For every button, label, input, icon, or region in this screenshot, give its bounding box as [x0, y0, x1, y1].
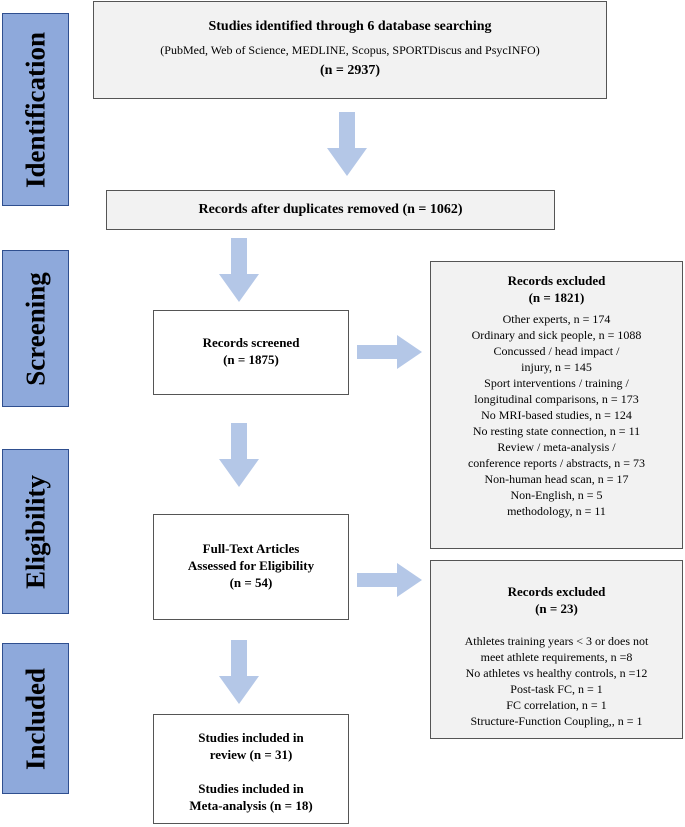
- exclusion-reason: Non-English, n = 5: [510, 488, 603, 502]
- exclusion-reason: Other experts, n = 174: [502, 312, 611, 326]
- fulltext-line2: Assessed for Eligibility: [187, 558, 315, 573]
- excluded-screening-title: Records excluded: [507, 273, 606, 288]
- duplicates-removed-text: Records after duplicates removed (n = 10…: [198, 202, 463, 217]
- phase-eligibility-label: Eligibility: [20, 474, 50, 589]
- phase-eligibility: Eligibility: [2, 449, 69, 614]
- exclusion-reason: No MRI-based studies, n = 124: [481, 408, 632, 422]
- excluded-screening-reasons: Other experts, n = 174 Ordinary and sick…: [431, 311, 682, 519]
- included-review-line2: review (n = 31): [209, 747, 293, 762]
- exclusion-reason: Non-human head scan, n = 17: [484, 472, 629, 486]
- included-meta-line1: Studies included in: [198, 781, 304, 796]
- exclusion-reason: Structure-Function Coupling,, n = 1: [470, 714, 643, 728]
- arrow-right-2: [357, 563, 422, 597]
- exclusion-reason: Sport interventions / training /: [484, 376, 629, 390]
- identified-databases: (PubMed, Web of Science, MEDLINE, Scopus…: [160, 43, 540, 57]
- fulltext-box: Full-Text Articles Assessed for Eligibil…: [153, 514, 349, 620]
- arrow-right-1: [357, 335, 422, 369]
- arrow-down-4: [219, 640, 259, 704]
- included-review-line1: Studies included in: [198, 730, 304, 745]
- screened-box: Records screened (n = 1875): [153, 310, 349, 395]
- exclusion-reason: conference reports / abstracts, n = 73: [467, 456, 646, 470]
- exclusion-reason: Post-task FC, n = 1: [510, 682, 603, 696]
- excluded-eligibility-count: (n = 23): [535, 601, 578, 616]
- exclusion-reason: Athletes training years < 3 or does not: [464, 634, 649, 648]
- screened-title: Records screened: [202, 335, 300, 350]
- exclusion-reason: FC correlation, n = 1: [506, 698, 607, 712]
- fulltext-count: (n = 54): [229, 575, 273, 590]
- phase-included-label: Included: [20, 667, 50, 770]
- included-meta-line2: Meta-analysis (n = 18): [189, 798, 313, 813]
- duplicates-removed-box: Records after duplicates removed (n = 10…: [106, 190, 555, 230]
- exclusion-reason: methodology, n = 11: [507, 504, 606, 518]
- excluded-eligibility-box: Records excluded (n = 23) Athletes train…: [430, 560, 683, 739]
- exclusion-reason: meet athlete requirements, n =8: [480, 650, 633, 664]
- arrow-down-2: [219, 238, 259, 302]
- arrow-down-3: [219, 423, 259, 487]
- phase-screening: Screening: [2, 250, 69, 407]
- excluded-eligibility-reasons: Athletes training years < 3 or does not …: [431, 633, 682, 729]
- excluded-screening-box: Records excluded (n = 1821) Other expert…: [430, 261, 683, 549]
- arrow-down-1: [327, 112, 367, 176]
- identified-count: (n = 2937): [319, 63, 381, 78]
- exclusion-reason: longitudinal comparisons, n = 173: [474, 392, 639, 406]
- phase-identification: Identification: [2, 13, 69, 206]
- exclusion-reason: Review / meta-analysis /: [497, 440, 616, 454]
- exclusion-reason: injury, n = 145: [521, 360, 592, 374]
- identified-box: Studies identified through 6 database se…: [93, 1, 607, 99]
- fulltext-line1: Full-Text Articles: [202, 541, 300, 556]
- phase-screening-label: Screening: [20, 271, 50, 386]
- phase-identification-label: Identification: [20, 31, 50, 188]
- screened-count: (n = 1875): [223, 352, 279, 367]
- excluded-eligibility-title: Records excluded: [507, 584, 606, 599]
- identified-title: Studies identified through 6 database se…: [208, 19, 492, 34]
- excluded-screening-count: (n = 1821): [528, 290, 585, 305]
- exclusion-reason: No resting state connection, n = 11: [472, 424, 641, 438]
- exclusion-reason: Concussed / head impact /: [493, 344, 620, 358]
- exclusion-reason: Ordinary and sick people, n = 1088: [471, 328, 642, 342]
- exclusion-reason: No athletes vs healthy controls, n =12: [465, 666, 648, 680]
- included-box: Studies included in review (n = 31) Stud…: [153, 714, 349, 824]
- phase-included: Included: [2, 643, 69, 794]
